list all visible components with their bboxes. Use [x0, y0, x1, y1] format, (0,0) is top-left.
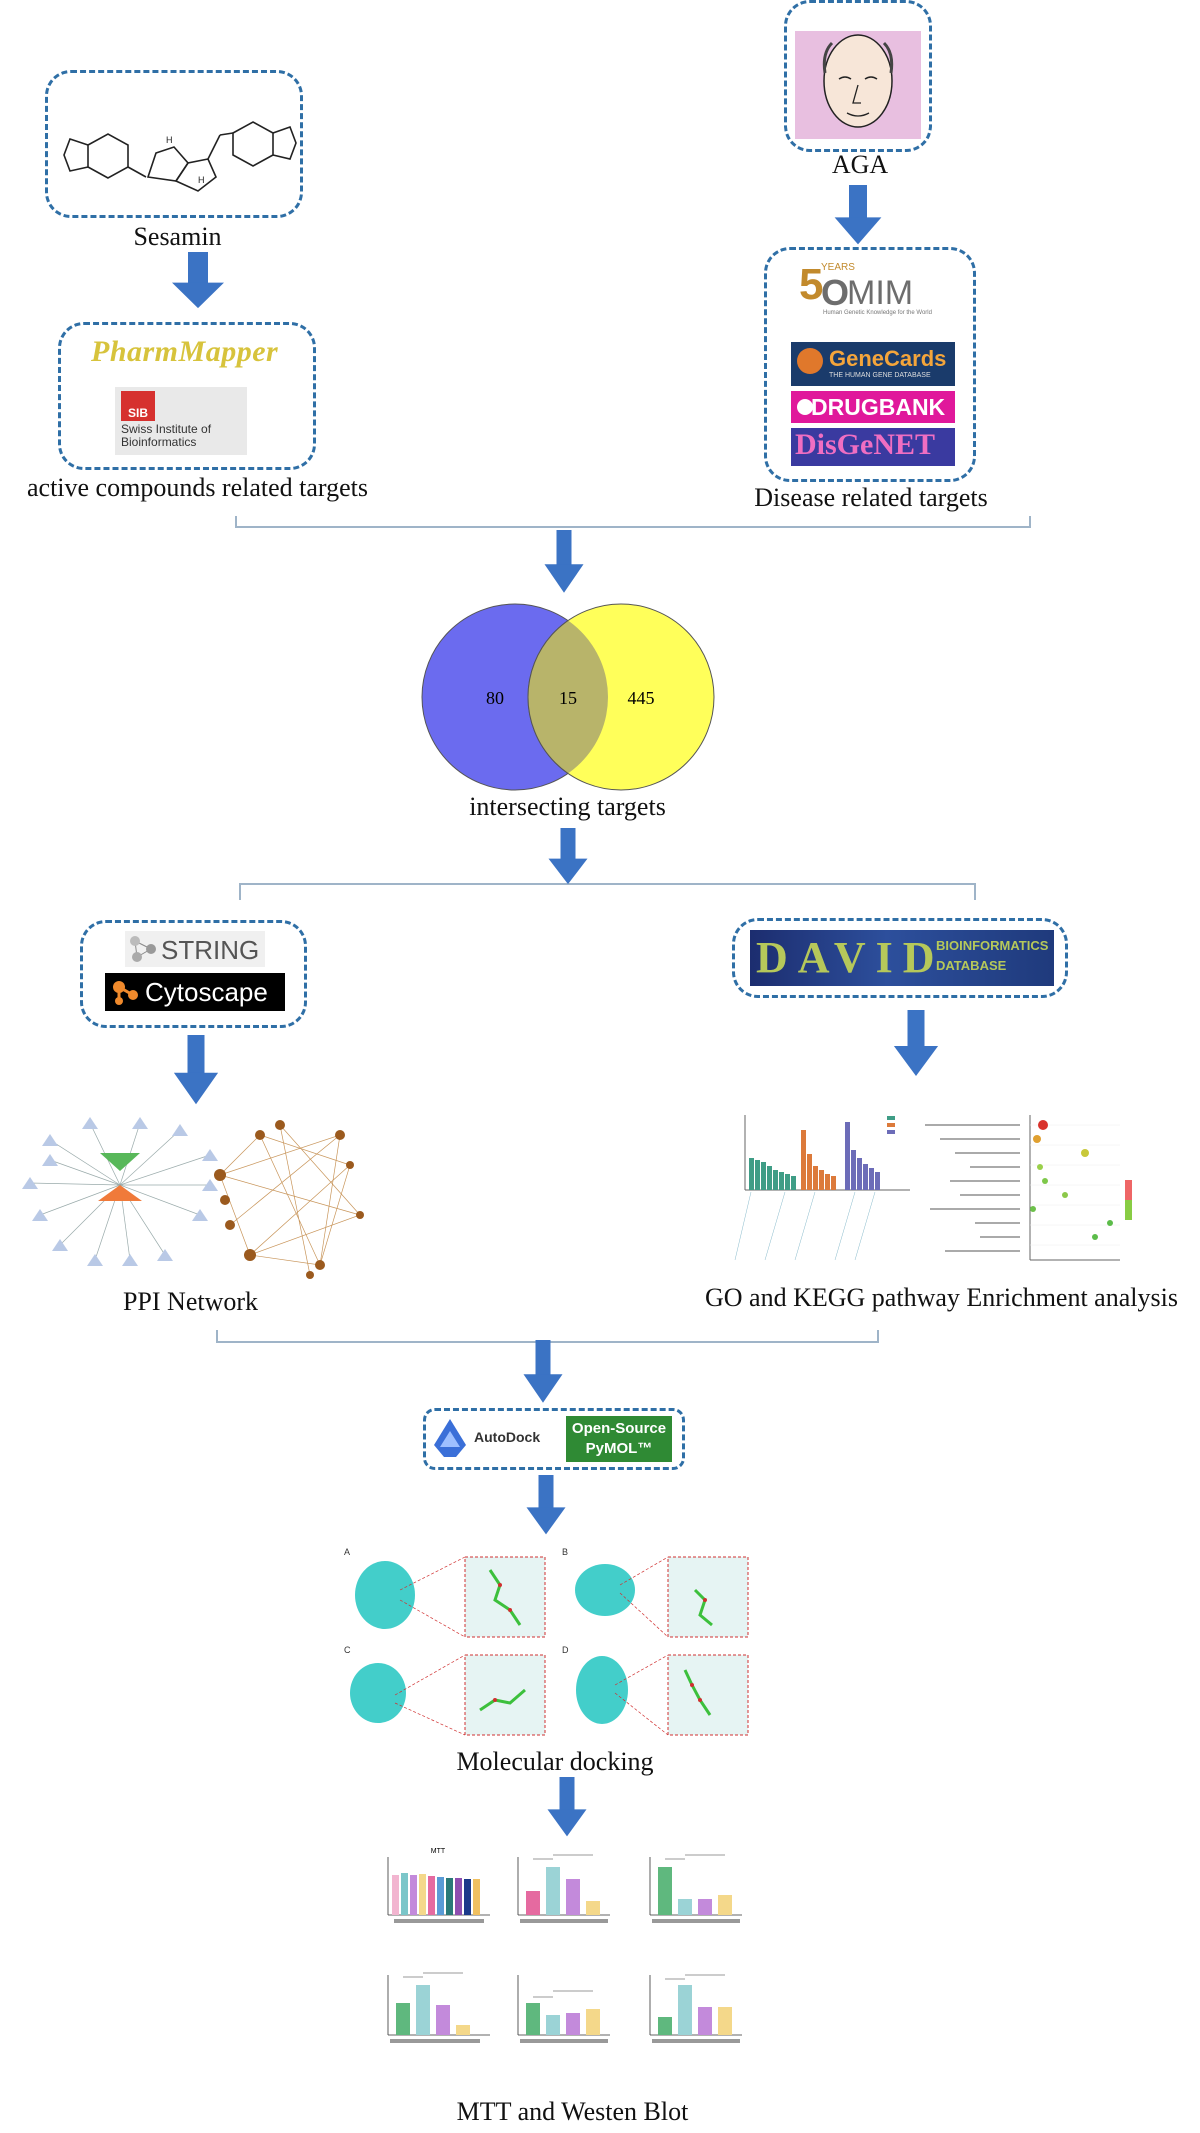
- omim-years: YEARS: [821, 262, 855, 273]
- david-box: DAVID BIOINFORMATICS DATABASE: [732, 918, 1068, 998]
- compound-tools-box: PharmMapper SIB Swiss Institute of Bioin…: [58, 322, 316, 470]
- sesamin-structure-box: H H: [45, 70, 303, 218]
- arrow-sesamin-down: [172, 252, 224, 309]
- pymol-line2: PyMOL™: [585, 1440, 653, 1457]
- autodock-icon: [434, 1419, 466, 1457]
- svg-text:H: H: [198, 175, 205, 185]
- mtt-western-blot-figure: MTT: [387, 1848, 742, 2043]
- sesamin-molecule-diagram: H H: [63, 121, 297, 192]
- david-sub2: DATABASE: [936, 958, 1007, 973]
- docking-tools-box: AutoDock Open-Source PyMOL™: [423, 1408, 685, 1470]
- arrow-david-down: [893, 1010, 939, 1076]
- david-sub1: BIOINFORMATICS: [936, 938, 1049, 953]
- sib-logo: SIB Swiss Institute of Bioinformatics: [115, 387, 247, 455]
- david-logo: DAVID BIOINFORMATICS DATABASE: [750, 930, 1054, 986]
- sesamin-label: Sesamin: [133, 222, 222, 251]
- venn-overlap-count: 15: [559, 688, 577, 708]
- cytoscape-logo: Cytoscape: [105, 973, 285, 1011]
- david-text: DAVID: [756, 933, 945, 982]
- arrow-to-venn: [544, 530, 584, 593]
- mtt-panel-title: MTT: [431, 1848, 446, 1855]
- svg-text:H: H: [166, 135, 173, 145]
- molecular-docking-label: Molecular docking: [456, 1747, 654, 1776]
- venn-right-count: 445: [628, 688, 655, 708]
- mtt-western-blot-label: MTT and Westen Blot: [456, 2097, 689, 2126]
- pharmmapper-logo: PharmMapper: [91, 335, 279, 368]
- disgenet-logo: DisGeNET: [791, 428, 955, 466]
- sib-name-line2: Bioinformatics: [121, 435, 197, 449]
- omim-tagline: Human Genetic Knowledge for the World: [823, 310, 932, 316]
- pymol-logo: Open-Source PyMOL™: [566, 1416, 672, 1462]
- go-kegg-figure: [734, 1115, 1132, 1261]
- disease-targets-label: Disease related targets: [754, 483, 988, 512]
- venn-left-count: 80: [486, 688, 504, 708]
- panel-b-label: B: [562, 1547, 568, 1557]
- string-logo: STRING: [125, 931, 265, 967]
- cytoscape-icon: [113, 981, 138, 1005]
- arrow-to-mtt: [547, 1777, 587, 1837]
- cytoscape-text: Cytoscape: [145, 977, 268, 1007]
- omim-text: MIM: [847, 274, 914, 312]
- omim-logo: 5 YEARS O MIM Human Genetic Knowledge fo…: [797, 260, 947, 322]
- genecards-text: GeneCards: [829, 346, 947, 371]
- ppi-network-label: PPI Network: [122, 1287, 259, 1316]
- venn-diagram: 80 15 445: [421, 603, 715, 791]
- pymol-line1: Open-Source: [571, 1420, 667, 1437]
- bald-head-illustration: [795, 31, 921, 139]
- genecards-logo: GeneCards THE HUMAN GENE DATABASE: [791, 342, 955, 386]
- disease-databases-box: 5 YEARS O MIM Human Genetic Knowledge fo…: [764, 247, 976, 482]
- panel-c-label: C: [344, 1645, 351, 1655]
- drugbank-logo: DRUGBANK: [791, 391, 955, 423]
- drugbank-text: DRUGBANK: [811, 394, 946, 420]
- autodock-text: AutoDock: [474, 1429, 541, 1445]
- molecular-docking-figure: A B C D: [344, 1547, 749, 1736]
- sib-logo-mark: SIB: [121, 391, 155, 421]
- ppi-network-figure: [22, 1117, 364, 1279]
- go-kegg-label: GO and KEGG pathway Enrichment analysis: [705, 1283, 1178, 1312]
- panel-a-label: A: [344, 1547, 350, 1557]
- active-targets-label: active compounds related targets: [26, 473, 368, 502]
- venn-overlap: [527, 604, 608, 790]
- network-tools-box: STRING Cytoscape: [80, 920, 307, 1028]
- intersecting-targets-label: intersecting targets: [469, 792, 666, 821]
- disgenet-text: DisGeNET: [795, 428, 936, 461]
- arrow-to-autodock: [523, 1340, 563, 1403]
- sib-name-line1: Swiss Institute of: [121, 422, 212, 436]
- arrow-from-venn: [548, 828, 588, 885]
- arrow-to-docking: [526, 1475, 566, 1535]
- panel-d-label: D: [562, 1645, 569, 1655]
- arrow-string-down: [173, 1035, 219, 1105]
- string-network-icon: [130, 936, 156, 962]
- genecards-sub: THE HUMAN GENE DATABASE: [829, 372, 931, 379]
- aga-image-box: [784, 0, 932, 152]
- string-text: STRING: [161, 935, 260, 965]
- arrow-aga-down: [834, 185, 882, 245]
- aga-label: AGA: [831, 150, 889, 179]
